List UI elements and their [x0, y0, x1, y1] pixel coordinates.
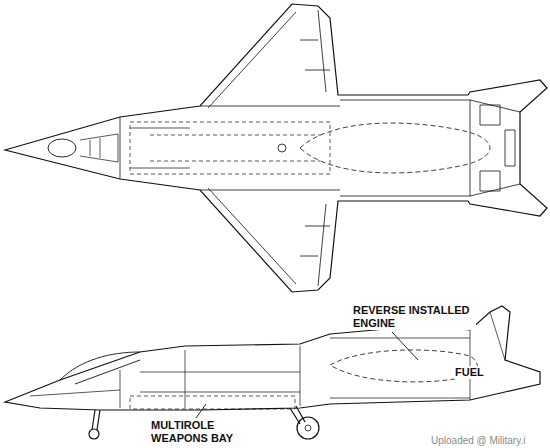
fuselage-detail [120, 100, 470, 196]
planform-outline [5, 4, 547, 292]
wing-detail [208, 10, 330, 286]
canopy [48, 139, 76, 157]
side-weapons-bay [130, 396, 295, 409]
top-view [5, 4, 547, 292]
leader-line [392, 332, 418, 360]
nose-gear [92, 410, 100, 430]
main-wheel-hub [305, 425, 311, 431]
callout-label: MULTIROLE WEAPONS BAY [150, 419, 242, 445]
side-canopy [60, 352, 140, 384]
nose-wheel [89, 429, 99, 439]
callout-label: FUEL [454, 366, 496, 379]
engine-outline [300, 123, 490, 173]
tail-detail [470, 100, 520, 196]
watermark: Uploaded @ Military.i [430, 434, 548, 447]
main-wheel [297, 417, 319, 439]
callout-label: REVERSE INSTALLED ENGINE [352, 304, 476, 330]
main-gear [290, 406, 305, 424]
leader-line [196, 404, 206, 418]
cockpit-detail [80, 128, 190, 168]
engine-fan [278, 144, 286, 152]
